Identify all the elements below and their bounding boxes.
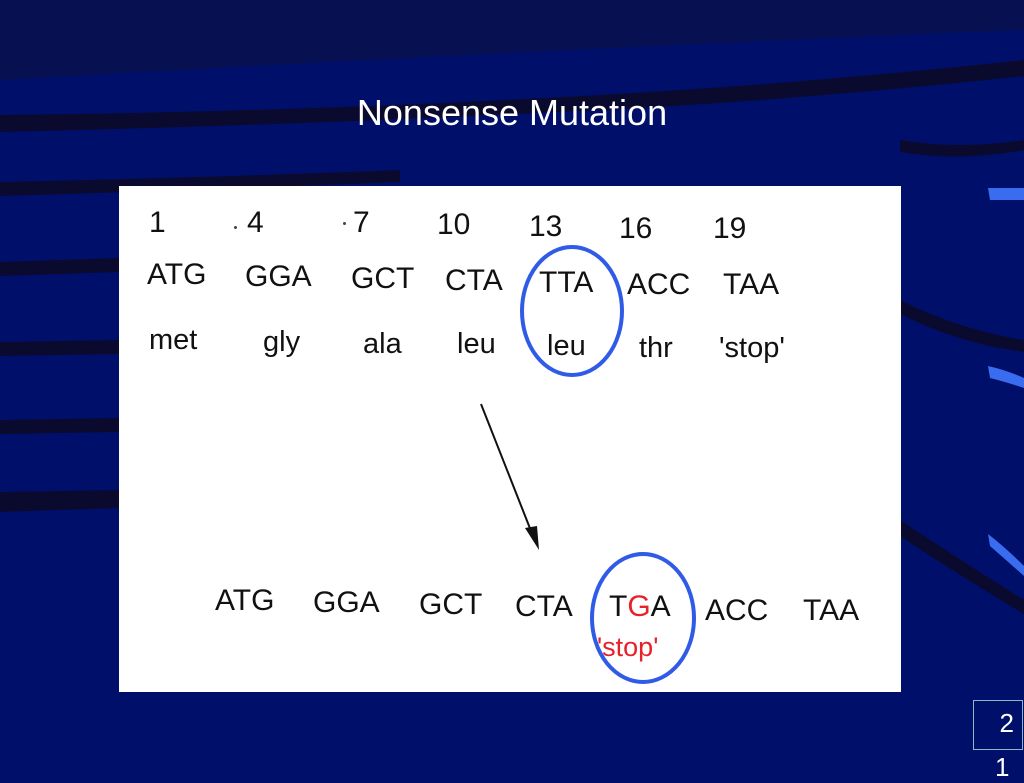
position-number: 1 [149,206,166,239]
amino-acid: 'stop' [719,332,785,364]
mutated-codon: TAA [803,594,860,627]
codon-base: A [650,590,671,623]
slide-title: Nonsense Mutation [356,92,668,133]
amino-acid: ala [363,328,402,360]
mutation-figure: 1 4 7 10 13 16 19 ATG GGA GCT CTA TTA AC… [119,186,901,692]
tick-mark [234,226,237,229]
position-number: 10 [437,208,471,241]
mutated-codon: CTA [515,590,573,623]
position-number: 16 [619,212,653,245]
mutated-codon: GCT [419,588,483,621]
mutated-codon-circle [590,552,696,684]
codon-base: T [609,590,628,623]
amino-acid: thr [639,332,673,364]
mutated-codon: ACC [705,594,769,627]
codon: ACC [627,268,691,301]
codon: CTA [445,264,503,297]
stop-codon: TGA [609,590,671,624]
amino-acid: met [149,324,198,356]
position-number: 19 [713,212,747,245]
mutation-arrow-head [525,526,539,550]
mutation-arrow-shaft [480,403,534,537]
mutated-codon: ATG [215,584,275,617]
slide-number: 2 [973,700,1023,750]
amino-acid: leu [457,328,496,360]
codon: TAA [723,268,780,301]
codon: TTA [539,266,594,299]
codon: GGA [245,260,312,293]
stop-label: 'stop' [597,632,659,662]
mutated-base: G [627,590,651,623]
tick-mark [343,222,346,225]
codon: ATG [147,258,207,291]
amino-acid: gly [263,326,301,358]
codon: GCT [351,262,415,295]
amino-acid: leu [547,330,586,362]
position-number: 13 [529,210,563,243]
mutated-codon: GGA [313,586,380,619]
position-number: 4 [247,206,264,239]
figure-annotations [480,245,696,684]
position-number: 7 [353,206,370,239]
original-codon-circle [520,245,624,377]
